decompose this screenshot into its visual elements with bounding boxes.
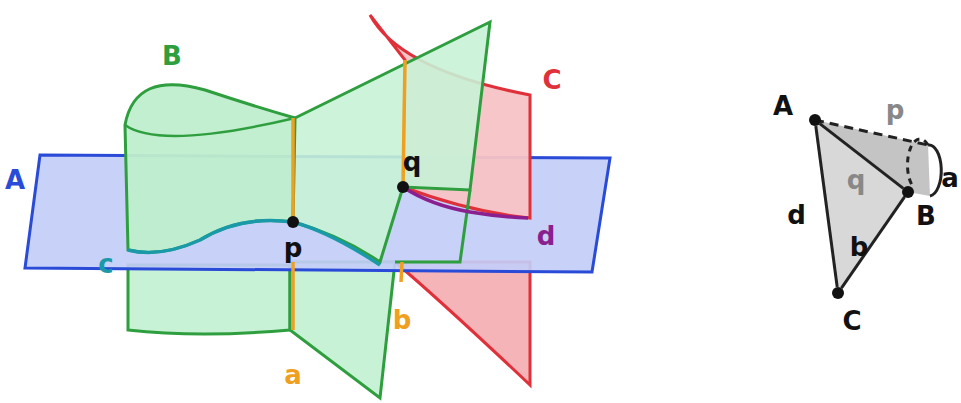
cylinder-lower bbox=[128, 265, 290, 334]
vertex-dot: B bbox=[902, 186, 914, 198]
surface-label: a bbox=[284, 362, 302, 388]
vertex-dot: A bbox=[809, 114, 821, 126]
surface-label: C bbox=[542, 67, 561, 93]
curve-d bbox=[403, 187, 528, 218]
loop-a-front bbox=[928, 145, 941, 196]
cone-face bbox=[815, 120, 930, 196]
surface-label: B bbox=[162, 43, 182, 69]
surface-label: q bbox=[403, 149, 422, 175]
plane-b-lower bbox=[290, 262, 395, 398]
vertex-dot: C bbox=[832, 287, 844, 299]
surface-label: p bbox=[284, 235, 303, 261]
surface-label: p bbox=[886, 97, 905, 123]
edge-label: d bbox=[787, 202, 806, 228]
surface-label: c bbox=[98, 251, 113, 277]
edge-label: b bbox=[850, 234, 869, 260]
vertex-label: B bbox=[916, 203, 936, 229]
cylinder-rim bbox=[125, 118, 295, 136]
surface-label: A bbox=[5, 167, 25, 193]
surface-label: b bbox=[393, 307, 412, 333]
vertex-label: A bbox=[773, 93, 793, 119]
point-p bbox=[287, 216, 299, 228]
point-q bbox=[397, 181, 409, 193]
cylinder-upper bbox=[125, 85, 295, 253]
loop-a-back bbox=[908, 139, 928, 185]
triangle-edge bbox=[841, 197, 904, 288]
plane-b-upper bbox=[293, 22, 490, 262]
triangle-edge bbox=[816, 126, 837, 287]
surface-label: d bbox=[537, 223, 556, 249]
vertex-label: C bbox=[842, 308, 861, 334]
surface-label: q bbox=[847, 167, 866, 193]
curve-c bbox=[128, 220, 380, 265]
surface-label: a bbox=[941, 165, 959, 191]
